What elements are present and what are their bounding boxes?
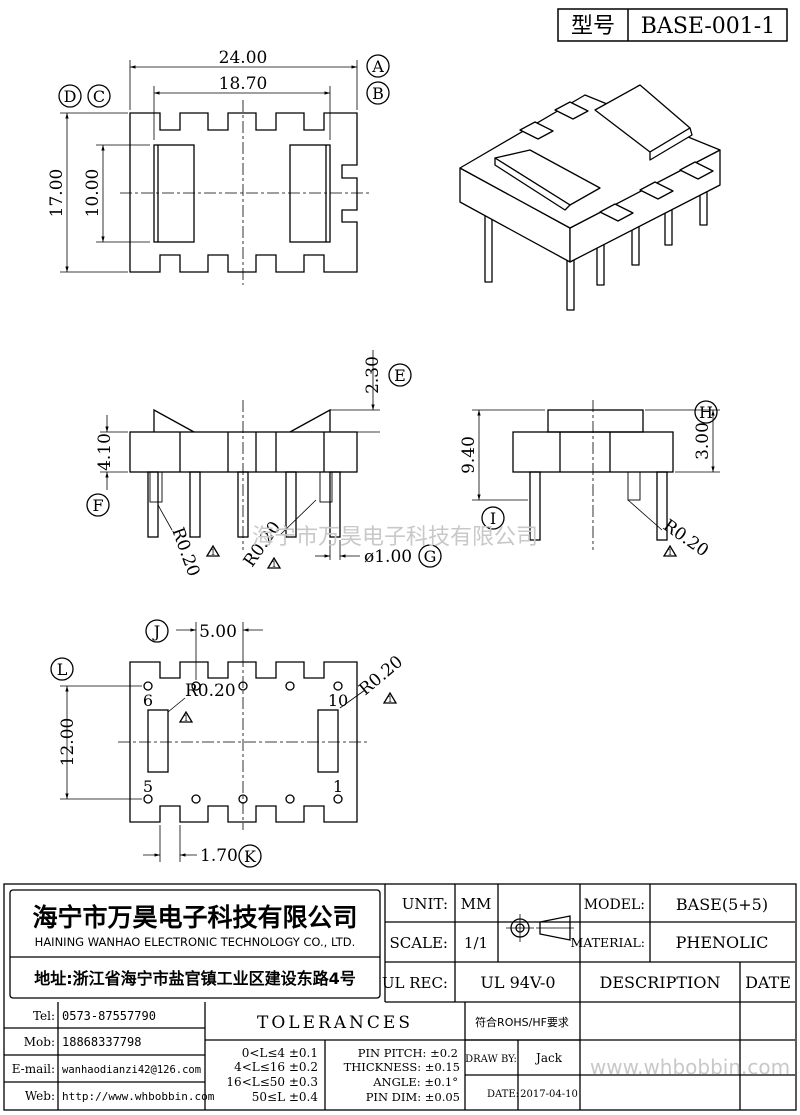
- material-label: MATERIAL:: [571, 935, 646, 950]
- email-label: E-mail:: [12, 1062, 55, 1076]
- dim-side-total: 9.40: [459, 436, 479, 474]
- mob-label: Mob:: [24, 1035, 55, 1049]
- tol-row-1: 0<L≤4 ±0.1: [242, 1046, 318, 1060]
- label-c: C: [93, 87, 105, 106]
- dim-row: 12.00: [58, 718, 78, 767]
- date-label: DATE: [745, 973, 791, 992]
- tol-angle: ANGLE: ±0.1°: [372, 1075, 458, 1089]
- pin-label-10: 10: [328, 691, 348, 710]
- warn-bottom-right: 1: [387, 695, 392, 704]
- ulrec-value: UL 94V-0: [480, 973, 555, 992]
- label-g: G: [424, 547, 437, 566]
- material-value: PHENOLIC: [676, 933, 769, 952]
- model-box: 型号 BASE-001-1: [557, 8, 788, 42]
- dim-height-inner: 10.00: [83, 169, 103, 218]
- dim-front-top: 2.30: [363, 356, 383, 394]
- warn-front-mid: 1: [271, 560, 276, 569]
- model-value: BASE(5+5): [676, 895, 768, 914]
- model-label: MODEL:: [584, 897, 645, 913]
- company-name-cn: 海宁市万昊电子科技有限公司: [32, 903, 357, 932]
- dim-height-outer: 17.00: [47, 169, 67, 218]
- radius-bottom-left: R0.20: [185, 681, 236, 701]
- tol-row-2: 4<L≤16 ±0.2: [234, 1060, 318, 1074]
- label-l: L: [57, 660, 68, 679]
- bottom-view: [50, 619, 398, 868]
- tol-thickness: THICKNESS: ±0.15: [344, 1060, 460, 1074]
- pin-label-1: 1: [333, 777, 343, 796]
- drawby-label: DRAW BY:: [465, 1054, 517, 1065]
- unit-label: UNIT:: [402, 895, 448, 913]
- label-j: J: [152, 622, 160, 641]
- dim-width-outer: 24.00: [219, 48, 268, 68]
- pin-label-6: 6: [143, 691, 153, 710]
- label-i: I: [490, 509, 496, 528]
- model-box-label: 型号: [571, 14, 615, 39]
- mob-value: 18868337798: [62, 1035, 141, 1049]
- tol-pin-pitch: PIN PITCH: ±0.2: [358, 1046, 458, 1060]
- side-view: [472, 400, 720, 557]
- tel-value: 0573-87557790: [62, 1009, 156, 1023]
- top-view: [58, 54, 390, 285]
- date-field-label: DATE:: [487, 1089, 519, 1100]
- top-view-outline: [129, 112, 358, 273]
- label-a: A: [371, 57, 384, 76]
- dim-width-inner: 18.70: [219, 74, 268, 94]
- ulrec-label: UL REC:: [382, 974, 448, 992]
- description-label: DESCRIPTION: [600, 973, 721, 992]
- dim-pin-offset: 1.70: [200, 846, 238, 866]
- scale-label: SCALE:: [389, 934, 448, 952]
- company-address: 地址:浙江省海宁市盐官镇工业区建设东路4号: [34, 969, 356, 988]
- front-view: [86, 350, 442, 569]
- date-value: 2017-04-10: [520, 1089, 578, 1100]
- label-f: F: [92, 496, 103, 515]
- tol-row-3: 16<L≤50 ±0.3: [226, 1075, 318, 1089]
- rohs-label: 符合ROHS/HF要求: [475, 1015, 569, 1029]
- company-name-en: HAINING WANHAO ELECTRONIC TECHNOLOGY CO.…: [35, 935, 356, 949]
- dim-side-body: 3.00: [693, 422, 713, 460]
- tolerances-label: TOLERANCES: [257, 1013, 413, 1033]
- radius-front-left: R0.20: [167, 525, 203, 579]
- label-e: E: [394, 366, 406, 385]
- warn-bottom-left: 1: [183, 714, 188, 723]
- tel-label: Tel:: [33, 1009, 55, 1023]
- unit-value: MM: [461, 895, 492, 913]
- warn-front-left: 1: [210, 548, 215, 557]
- label-k: K: [244, 847, 257, 866]
- watermark-center: 海宁市万昊电子科技有限公司: [252, 525, 538, 550]
- watermark-bottom: www.whbobbin.com: [590, 1055, 790, 1079]
- tol-pin-dim: PIN DIM: ±0.05: [366, 1090, 460, 1104]
- pin-label-5: 5: [143, 777, 153, 796]
- label-h: H: [699, 403, 713, 422]
- drawby-value: Jack: [534, 1051, 563, 1065]
- title-block-grid: [3, 883, 797, 1111]
- label-b: B: [372, 84, 384, 103]
- isometric-view: [459, 84, 721, 311]
- dim-pitch: 5.00: [199, 622, 237, 642]
- tol-row-4: 50≤L ±0.4: [252, 1090, 319, 1104]
- web-value: http://www.whbobbin.com: [62, 1090, 215, 1103]
- label-d: D: [64, 87, 77, 106]
- pin-diameter: ø1.00: [364, 547, 412, 567]
- radius-bottom-right: R0.20: [355, 652, 407, 700]
- email-value: wanhaodianzi42@126.com: [62, 1064, 201, 1076]
- scale-value: 1/1: [464, 934, 488, 952]
- warn-side: 1: [667, 548, 672, 557]
- top-view-window-right: [289, 144, 331, 243]
- model-box-value: BASE-001-1: [641, 14, 775, 39]
- web-label: Web:: [25, 1089, 55, 1103]
- dim-front-height: 4.10: [95, 433, 115, 471]
- top-view-window-left: [153, 144, 195, 243]
